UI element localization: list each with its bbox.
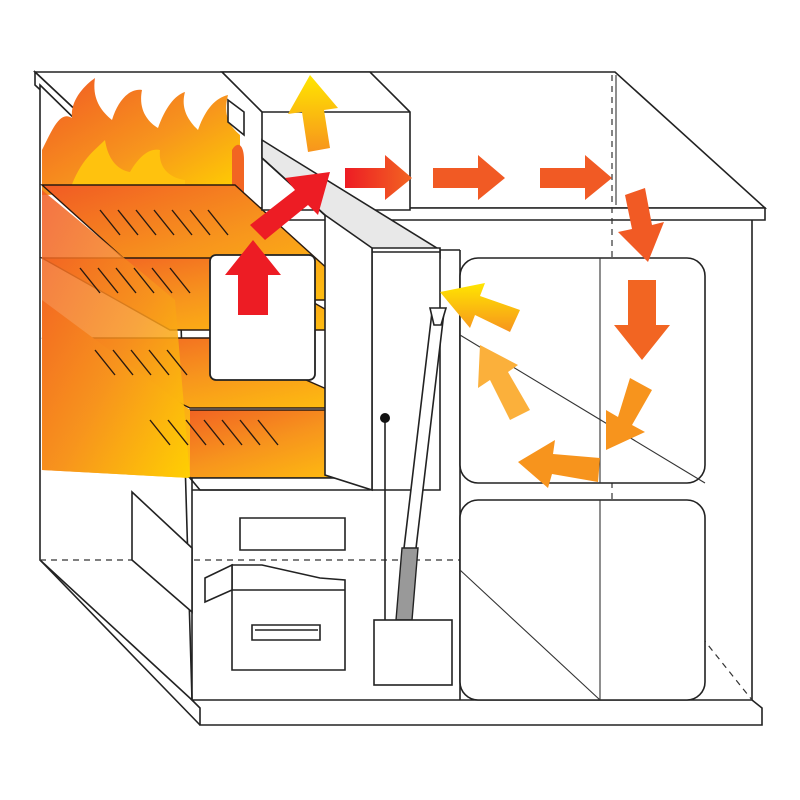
drawer-handle bbox=[252, 625, 320, 640]
cabinet-base bbox=[192, 700, 762, 725]
lower-right-panel bbox=[460, 500, 705, 700]
